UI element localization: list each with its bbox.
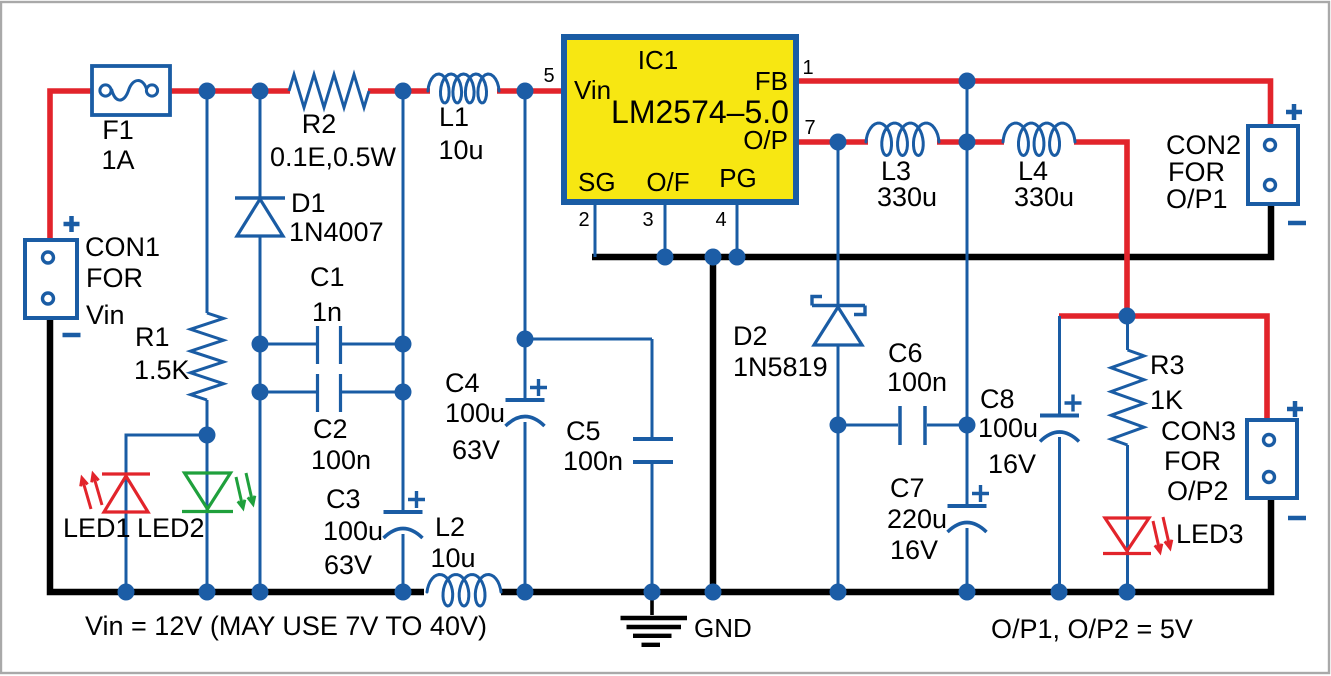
svg-text:330u: 330u xyxy=(1014,182,1074,212)
svg-text:5: 5 xyxy=(543,65,554,87)
svg-text:4: 4 xyxy=(715,209,726,231)
svg-text:16V: 16V xyxy=(988,449,1036,479)
svg-text:FB: FB xyxy=(755,66,788,96)
svg-text:100u: 100u xyxy=(445,398,505,428)
svg-text:R1: R1 xyxy=(135,322,170,352)
svg-text:1n: 1n xyxy=(312,297,342,327)
svg-text:C3: C3 xyxy=(326,484,361,514)
svg-text:100u: 100u xyxy=(323,516,383,546)
svg-text:O/P1, O/P2 = 5V: O/P1, O/P2 = 5V xyxy=(991,614,1193,644)
svg-text:100n: 100n xyxy=(563,446,623,476)
svg-text:2: 2 xyxy=(578,209,589,231)
svg-text:FOR: FOR xyxy=(86,263,143,293)
svg-text:10u: 10u xyxy=(438,135,483,165)
svg-text:63V: 63V xyxy=(324,550,372,580)
svg-text:GND: GND xyxy=(694,613,752,643)
svg-text:L1: L1 xyxy=(439,102,469,132)
svg-text:1N4007: 1N4007 xyxy=(289,217,384,247)
svg-text:LED3: LED3 xyxy=(1176,519,1244,549)
svg-text:16V: 16V xyxy=(890,535,938,565)
svg-text:3: 3 xyxy=(642,209,653,231)
svg-text:O/F: O/F xyxy=(646,167,689,197)
svg-text:CON1: CON1 xyxy=(85,232,160,262)
svg-text:L4: L4 xyxy=(1018,156,1048,186)
svg-text:SG: SG xyxy=(578,167,616,197)
svg-text:FOR: FOR xyxy=(1168,157,1225,187)
svg-text:1N5819: 1N5819 xyxy=(733,352,828,382)
svg-text:C2: C2 xyxy=(313,414,348,444)
svg-text:O/P1: O/P1 xyxy=(1166,184,1228,214)
svg-text:10u: 10u xyxy=(430,543,475,573)
svg-text:C6: C6 xyxy=(888,338,923,368)
svg-text:1K: 1K xyxy=(1150,385,1183,415)
svg-text:C1: C1 xyxy=(310,262,345,292)
svg-text:L2: L2 xyxy=(435,512,465,542)
svg-text:1A: 1A xyxy=(101,145,134,175)
svg-text:C5: C5 xyxy=(566,416,601,446)
svg-text:100u: 100u xyxy=(978,413,1038,443)
svg-text:FOR: FOR xyxy=(1164,446,1221,476)
svg-text:D2: D2 xyxy=(733,321,768,351)
svg-text:F1: F1 xyxy=(102,115,134,145)
svg-text:D1: D1 xyxy=(291,188,326,218)
svg-text:CON3: CON3 xyxy=(1161,416,1236,446)
svg-text:R3: R3 xyxy=(1150,350,1185,380)
svg-text:Vin: Vin xyxy=(574,75,611,105)
svg-text:O/P2: O/P2 xyxy=(1167,476,1229,506)
svg-text:L3: L3 xyxy=(881,156,911,186)
svg-text:IC1: IC1 xyxy=(638,45,678,75)
svg-text:CON2: CON2 xyxy=(1166,130,1241,160)
svg-text:Vin: Vin xyxy=(86,300,125,330)
svg-text:330u: 330u xyxy=(877,182,937,212)
svg-text:C7: C7 xyxy=(890,473,925,503)
svg-text:C8: C8 xyxy=(980,384,1015,414)
svg-text:LM2574–5.0: LM2574–5.0 xyxy=(611,94,789,130)
svg-text:220u: 220u xyxy=(887,504,947,534)
svg-text:PG: PG xyxy=(719,163,757,193)
svg-text:Vin = 12V (MAY USE 7V TO 40V): Vin = 12V (MAY USE 7V TO 40V) xyxy=(85,611,487,641)
svg-text:C4: C4 xyxy=(445,368,480,398)
svg-text:LED1: LED1 xyxy=(63,513,131,543)
svg-text:1: 1 xyxy=(802,57,813,79)
svg-text:R2: R2 xyxy=(302,109,337,139)
svg-text:100n: 100n xyxy=(887,367,947,397)
svg-text:63V: 63V xyxy=(452,435,500,465)
svg-text:0.1E,0.5W: 0.1E,0.5W xyxy=(270,142,397,172)
svg-text:7: 7 xyxy=(804,117,815,139)
svg-text:100n: 100n xyxy=(311,445,371,475)
svg-text:LED2: LED2 xyxy=(137,513,205,543)
svg-text:O/P: O/P xyxy=(743,125,788,155)
svg-text:1.5K: 1.5K xyxy=(134,355,190,385)
